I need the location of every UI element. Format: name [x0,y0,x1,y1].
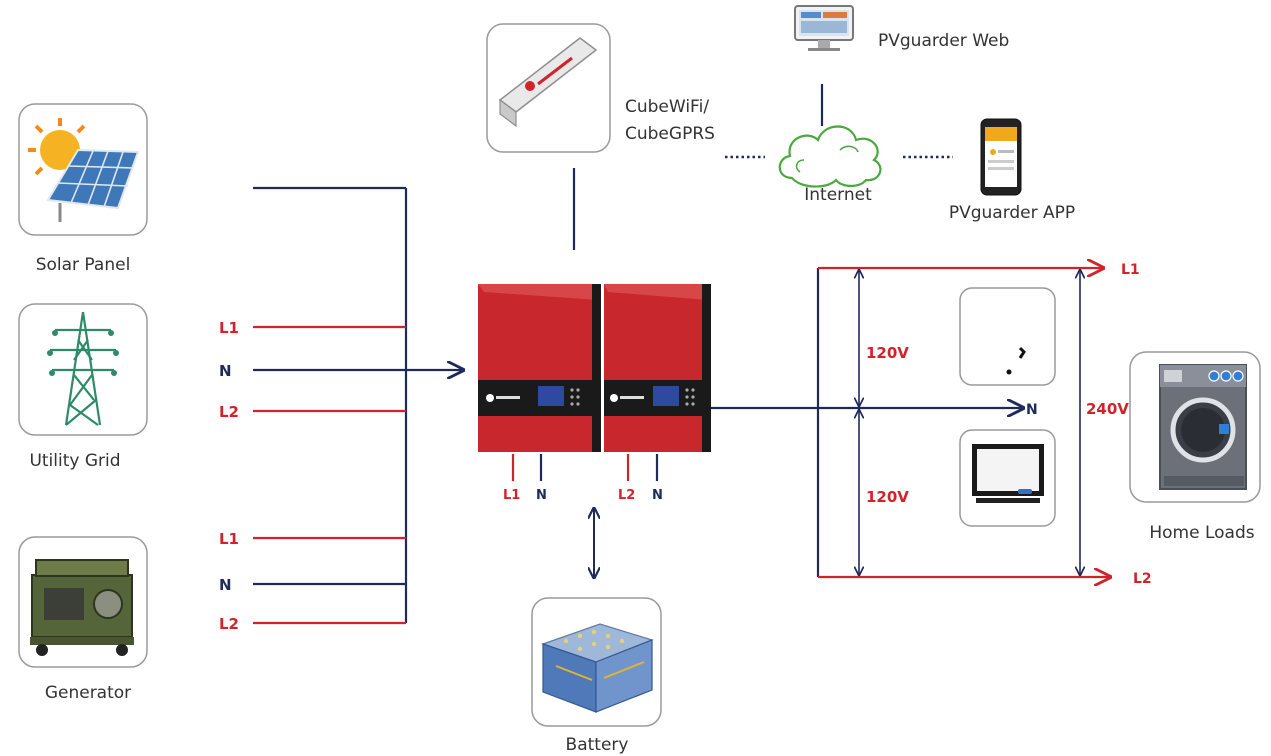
home-loads-label: Home Loads [1149,523,1254,543]
grid-n-label: N [219,362,232,380]
load-l2-label: L2 [1133,571,1152,587]
solar-panel-label: Solar Panel [36,255,131,275]
inv-right-n-label: N [652,488,663,503]
wifi-module-icon [486,23,611,153]
battery-label: Battery [566,735,629,755]
grid-l2-label: L2 [219,403,239,421]
gen-n-label: N [219,576,232,594]
load-n-label: N [1026,402,1038,418]
voltage-120v-top: 120V [866,344,909,362]
inverter-right [604,284,711,452]
inv-right-l2-label: L2 [618,488,635,503]
utility-grid-label: Utility Grid [29,451,120,471]
cloud-icon [778,125,882,188]
inv-left-l1-label: L1 [503,488,520,503]
gen-l1-label: L1 [219,530,239,548]
load-l1-label: L1 [1121,262,1140,278]
output-wiring [711,268,1110,577]
light-switch-icon [959,287,1056,386]
input-wiring [253,186,463,625]
module-label-line1: CubeWiFi/ [625,97,709,117]
generator-label: Generator [45,683,131,703]
washing-machine-icon [1129,351,1261,503]
utility-tower-icon [18,303,148,436]
smartphone-icon [980,118,1022,196]
voltage-120v-bottom: 120V [866,488,909,506]
voltage-240v: 240V [1086,400,1129,418]
internet-label: Internet [804,185,872,205]
inverter-terminals [511,454,659,481]
inverter-left [478,284,601,452]
tv-icon [959,429,1056,527]
monitor-icon [794,5,854,51]
battery-icon [531,597,662,727]
gen-l2-label: L2 [219,615,239,633]
grid-l1-label: L1 [219,319,239,337]
module-label-line2: CubeGPRS [625,124,715,144]
pvguarder-web-label: PVguarder Web [878,31,1009,51]
generator-icon [18,536,148,668]
inv-left-n-label: N [536,488,547,503]
pvguarder-app-label: PVguarder APP [949,203,1075,223]
solar-panel-icon [18,103,148,236]
